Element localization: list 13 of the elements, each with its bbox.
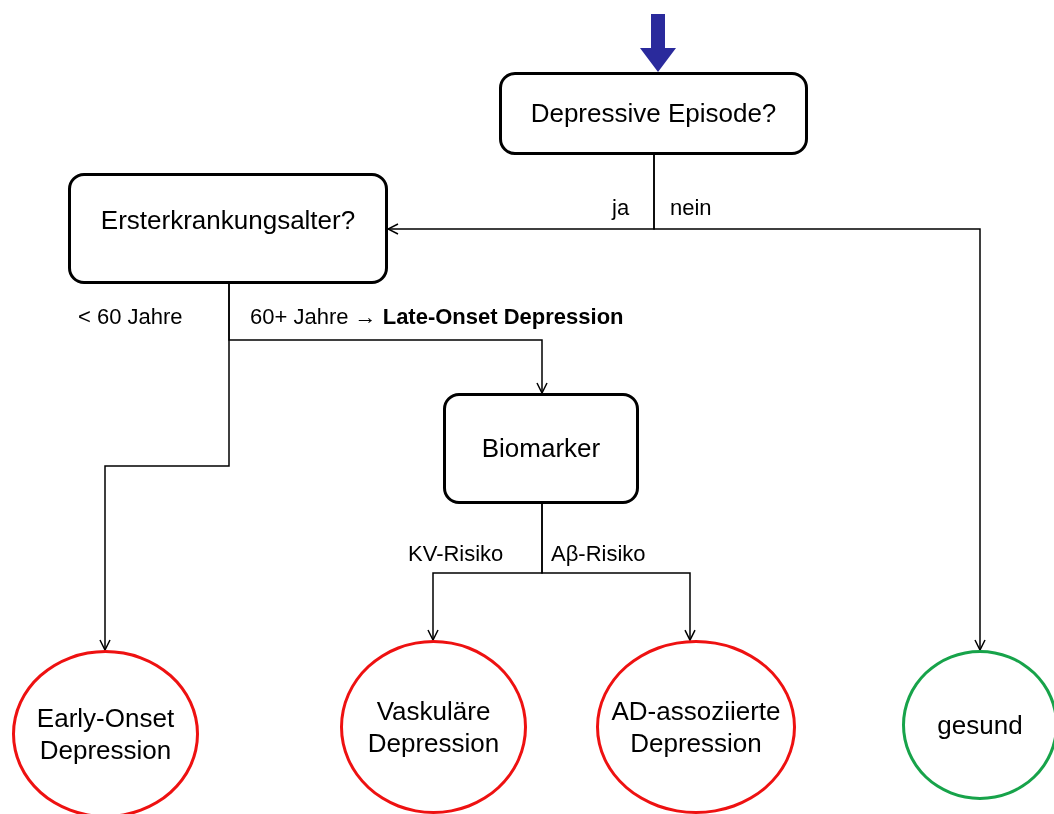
decision-box: [443, 393, 639, 504]
decision-box: [499, 72, 808, 155]
node-label: Early-Onset Depression: [35, 701, 176, 767]
node-label: Vaskuläre Depression: [366, 694, 501, 760]
node-label: Depressive Episode?: [530, 97, 777, 130]
connector-arrow: [228, 283, 548, 394]
node-label: Biomarker: [481, 432, 601, 465]
node-label: AD-assoziierte Depression: [610, 694, 782, 760]
connector-arrow: [653, 154, 986, 651]
connector-arrow: [541, 503, 696, 641]
decision-box: [68, 173, 388, 284]
node-label: Ersterkrankungsalter?: [100, 204, 356, 237]
node-label: gesund: [937, 708, 1023, 742]
